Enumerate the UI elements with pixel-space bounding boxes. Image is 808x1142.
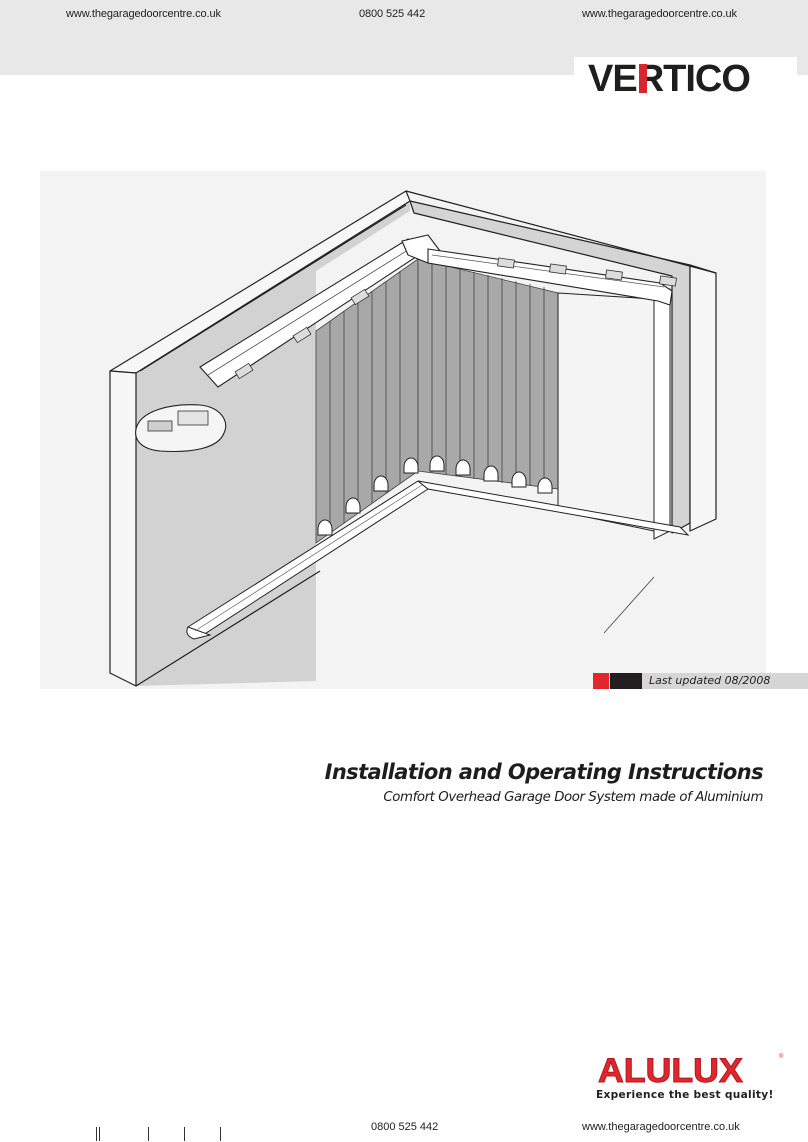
alulux-tagline: Experience the best quality! — [596, 1089, 774, 1101]
footer-phone: 0800 525 442 — [371, 1121, 439, 1133]
garage-door-drawing — [109, 190, 717, 687]
footer-website-link[interactable]: www.thegaragedoorcentre.co.uk — [582, 1121, 740, 1133]
black-block — [610, 673, 642, 689]
product-illustration — [40, 171, 766, 689]
document-title: Installation and Operating Instructions — [324, 760, 764, 784]
header-website-link-right[interactable]: www.thegaragedoorcentre.co.uk — [582, 8, 737, 20]
footer-tick-mark — [99, 1127, 100, 1141]
footer-tick-mark — [220, 1127, 221, 1141]
footer-tick-mark — [96, 1127, 97, 1141]
alulux-logo-text: ALULUX — [597, 1052, 743, 1090]
red-block — [593, 673, 609, 689]
logo-r-accent: R — [636, 58, 664, 100]
footer-tick-mark — [148, 1127, 149, 1141]
registered-mark: ® — [779, 1054, 784, 1060]
last-updated-bar: Last updated 08/2008 — [593, 673, 808, 689]
header-website-link[interactable]: www.thegaragedoorcentre.co.uk — [66, 8, 221, 20]
drive-motor-unit — [135, 404, 227, 452]
document-subtitle: Comfort Overhead Garage Door System made… — [383, 790, 763, 805]
footer-tick-mark — [184, 1127, 185, 1141]
last-updated-label: Last updated 08/2008 — [649, 674, 771, 687]
header-phone: 0800 525 442 — [359, 8, 426, 20]
alulux-logo: ALULUX ® Experience the best quality! — [596, 1052, 803, 1104]
